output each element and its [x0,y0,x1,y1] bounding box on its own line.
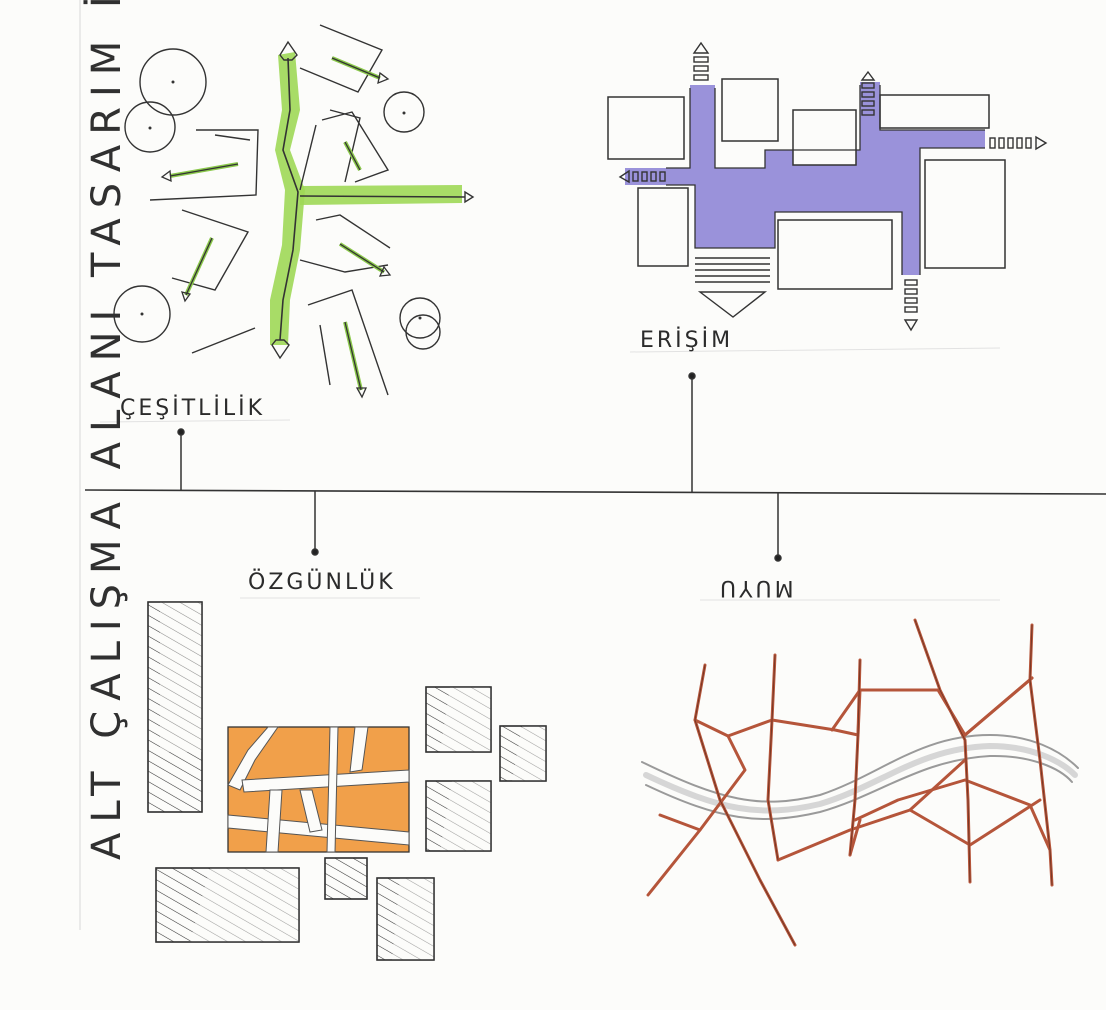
label-uyum: UYUM [720,575,797,600]
label-cesitlilik: ÇEŞİTLİLİK [120,396,266,421]
vertical-title: ALT ÇALIŞMA ALANI TASARIM İLKELERİ [84,0,130,860]
diagram-cesitlilik [113,24,475,399]
diagram-uyum [641,618,1079,947]
label-ozgunluk: ÖZGÜNLÜK [248,570,396,595]
diagram-erisim [607,41,1048,332]
label-erisim: ERİŞİM [640,328,734,353]
timeline-axis [84,489,1106,495]
timeline-connectors [177,372,782,562]
diagram-ozgunluk [147,601,547,961]
